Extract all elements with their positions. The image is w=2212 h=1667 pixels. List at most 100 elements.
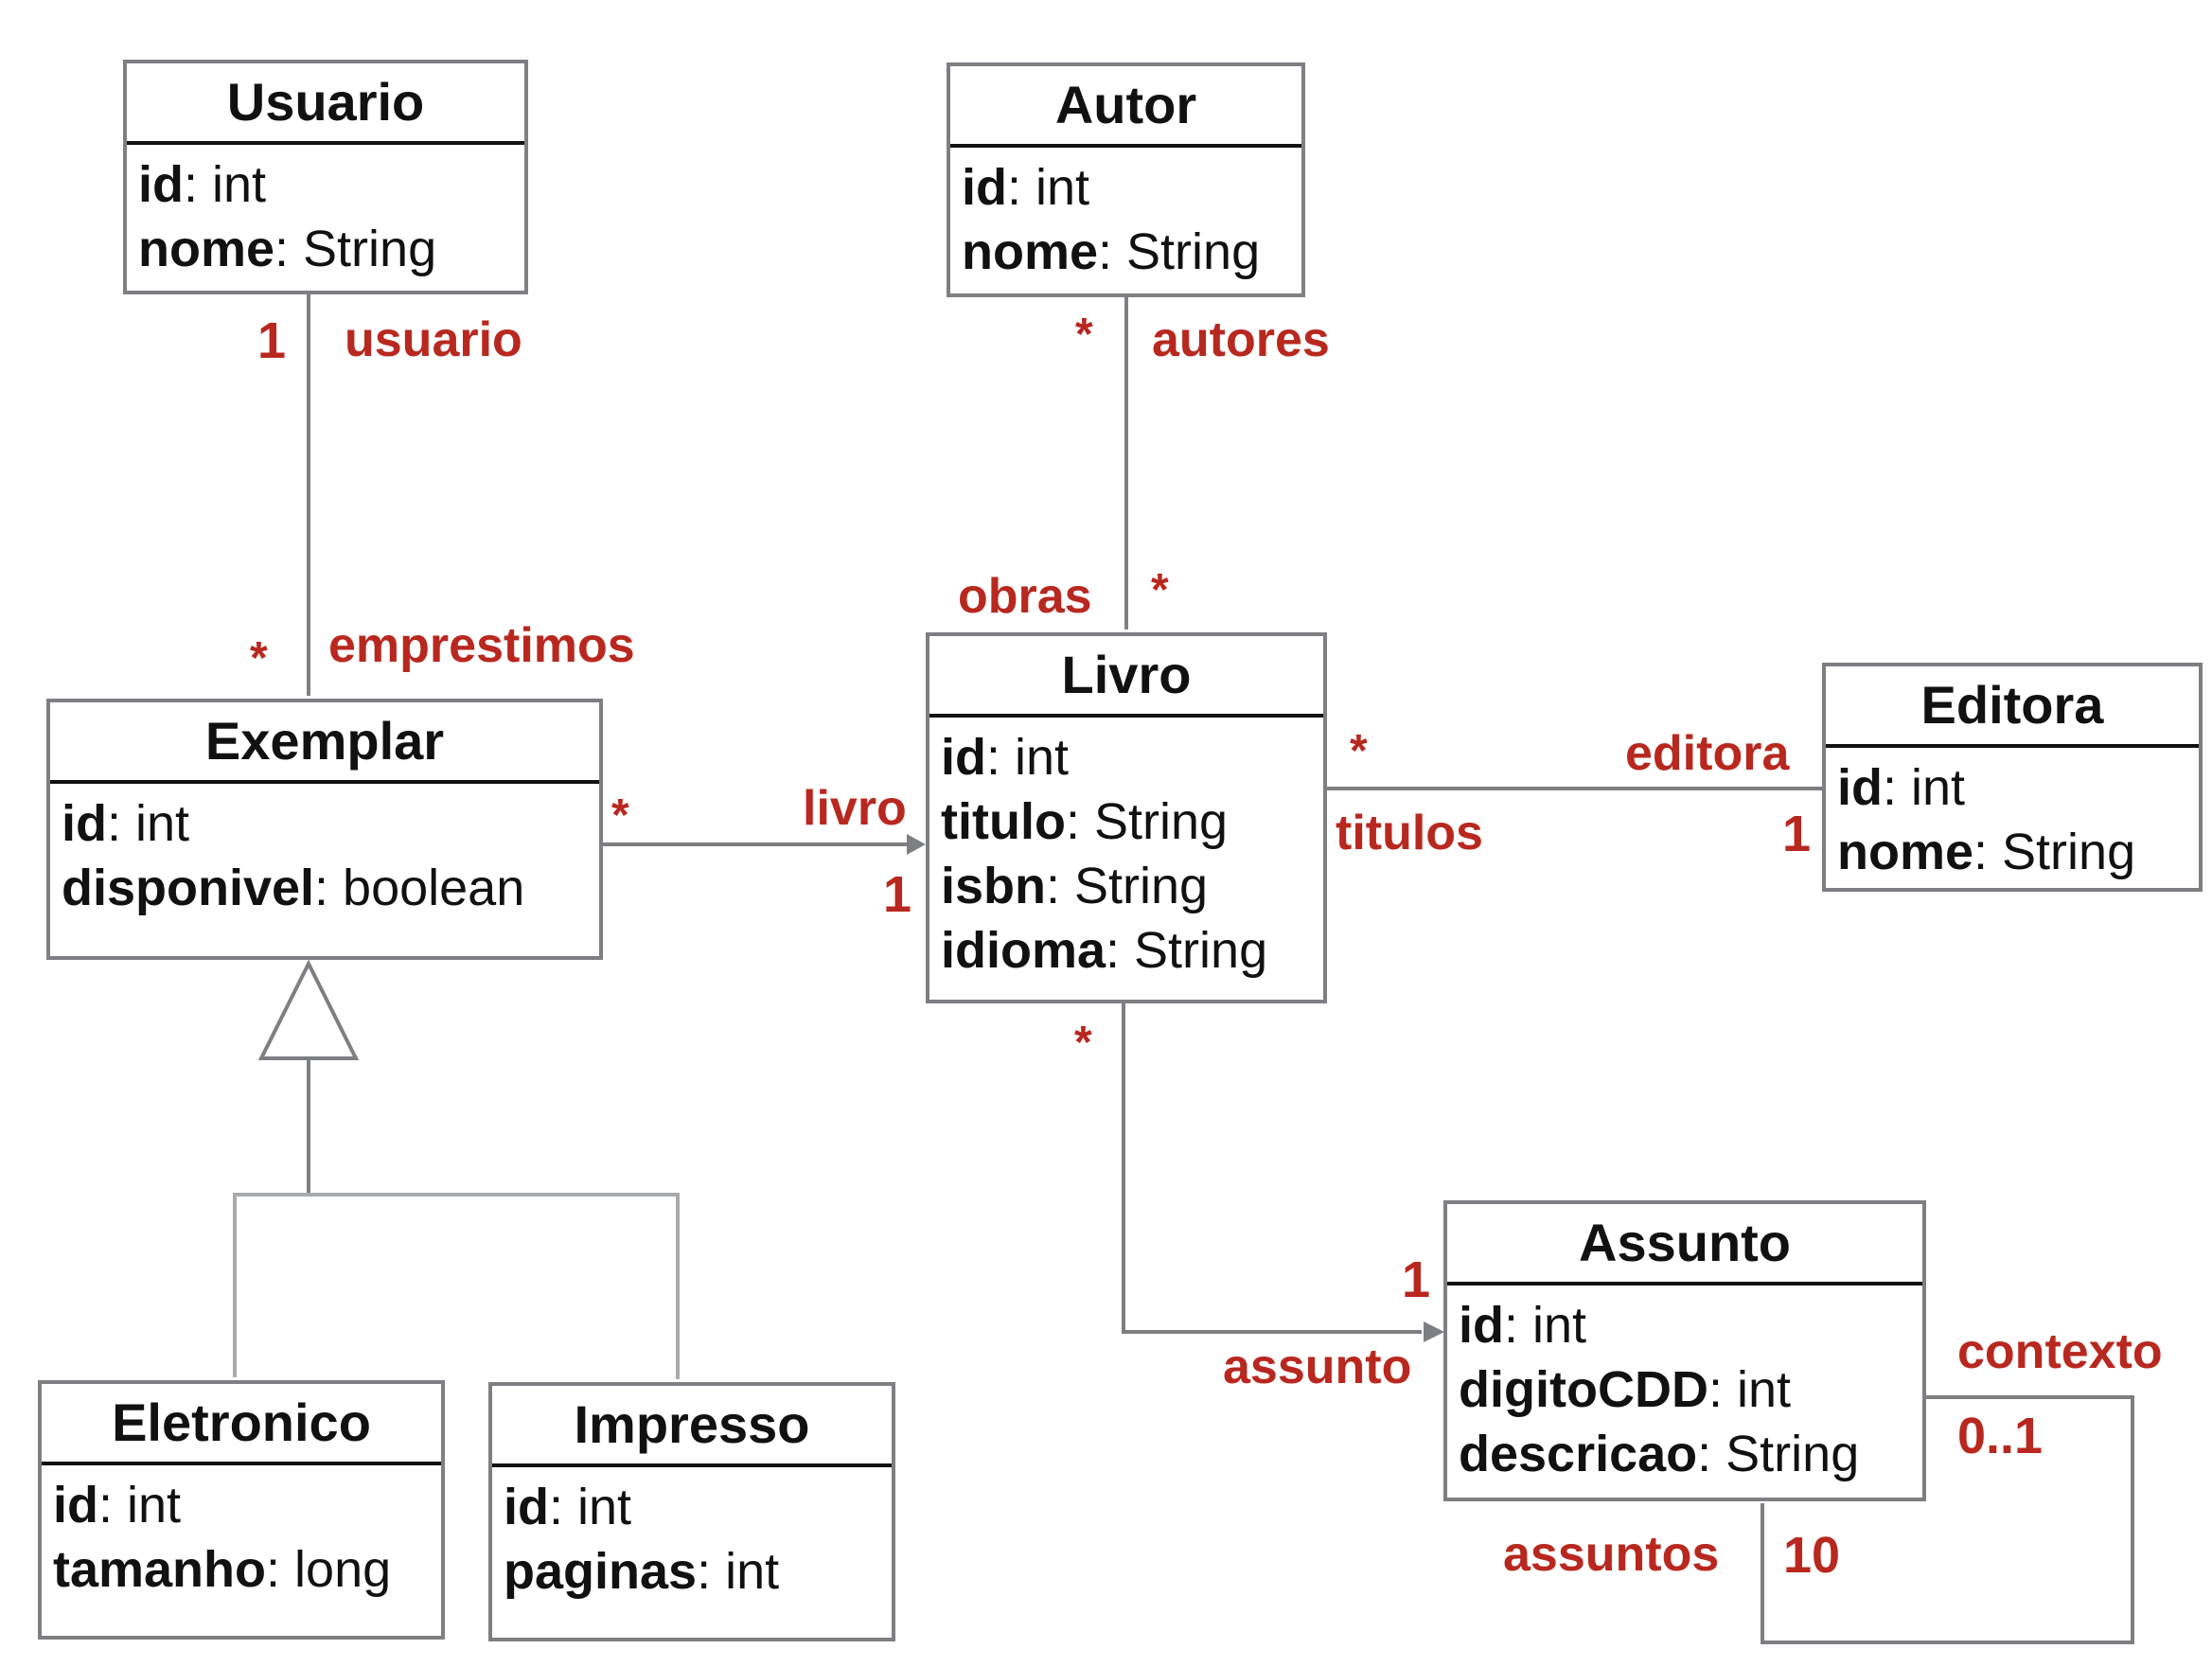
attribute-name: tamanho (53, 1541, 267, 1598)
attribute-type: : int (107, 795, 190, 852)
attribute-row: paginas: int (504, 1539, 892, 1604)
mult-editora-1: 1 (1782, 806, 1812, 862)
attribute-type: : int (98, 1477, 182, 1534)
attribute-name: id (53, 1477, 98, 1534)
attribute-type: : String (1065, 793, 1229, 850)
attribute-name: id (62, 795, 107, 852)
class-name: Usuario (127, 63, 524, 145)
attribute-row: id: int (53, 1473, 441, 1537)
attribute-row: isbn: String (941, 854, 1323, 918)
attribute-name: id (962, 159, 1007, 216)
mult-obras: * (1151, 565, 1169, 615)
attribute-name: id (138, 156, 184, 213)
attribute-name: nome (962, 223, 1099, 280)
attribute-row: tamanho: long (53, 1537, 441, 1602)
class-name: Exemplar (50, 702, 599, 784)
class-name: Eletronico (42, 1384, 441, 1465)
attribute-type: : String (1098, 223, 1261, 280)
attribute-type: : int (1007, 159, 1090, 216)
attribute-type: : String (1973, 824, 2136, 880)
attribute-row: id: int (962, 155, 1301, 220)
attribute-type: : int (1883, 759, 1966, 816)
mult-usuario-1: 1 (257, 312, 287, 369)
attribute-row: id: int (62, 791, 599, 856)
attribute-name: disponivel (62, 860, 315, 916)
attribute-row: id: int (138, 152, 524, 217)
class-name: Autor (950, 66, 1301, 148)
attribute-type: : int (1708, 1361, 1791, 1418)
attribute-type: : int (1504, 1297, 1587, 1354)
attribute-type: : int (986, 729, 1070, 786)
mult-autores: * (1075, 310, 1093, 360)
attribute-row: titulo: String (941, 789, 1323, 854)
arrowhead-assunto (1424, 1321, 1444, 1342)
attribute-type: : boolean (314, 860, 525, 916)
role-editora: editora (1625, 726, 1790, 781)
role-autores: autores (1152, 312, 1330, 367)
class-name: Impresso (492, 1386, 892, 1467)
attribute-type: : String (1046, 858, 1209, 914)
role-usuario: usuario (345, 312, 522, 367)
attribute-type: : int (184, 156, 267, 213)
attribute-type: : String (274, 221, 437, 277)
attribute-name: paginas (504, 1543, 698, 1600)
mult-exemplar-livro-a: * (611, 790, 629, 841)
attribute-type: : String (1106, 922, 1268, 979)
attribute-row: id: int (1837, 755, 2199, 820)
attribute-type: : int (697, 1543, 780, 1600)
attribute-name: id (1459, 1297, 1504, 1354)
attribute-name: id (504, 1479, 549, 1535)
attribute-row: nome: String (138, 217, 524, 281)
class-name: Livro (929, 636, 1323, 718)
mult-livro-assunto-a: * (1074, 1018, 1092, 1068)
generalization-triangle (257, 959, 360, 1060)
attribute-row: nome: String (962, 220, 1301, 284)
attribute-row: id: int (1459, 1293, 1922, 1357)
attribute-row: disponivel: boolean (62, 856, 599, 920)
attribute-row: id: int (504, 1475, 892, 1539)
attribute-name: nome (138, 221, 275, 277)
role-livro: livro (803, 781, 907, 836)
attribute-name: nome (1837, 824, 1974, 880)
assoc-livro-assunto (1122, 1002, 1422, 1334)
class-name: Editora (1826, 666, 2199, 748)
attribute-name: id (1837, 759, 1883, 816)
mult-emprestimos: * (250, 633, 268, 683)
role-assunto: assunto (1223, 1339, 1412, 1394)
attribute-row: idioma: String (941, 918, 1323, 983)
role-contexto: contexto (1957, 1324, 2163, 1379)
mult-titulos: * (1350, 726, 1368, 776)
attribute-type: : int (549, 1479, 632, 1535)
arrowhead-livro (907, 834, 926, 855)
mult-assunto-1: 1 (1402, 1251, 1431, 1308)
attribute-row: nome: String (1837, 820, 2199, 884)
attribute-type: : long (266, 1541, 392, 1598)
mult-contexto: 0..1 (1957, 1408, 2044, 1464)
mult-assuntos: 10 (1783, 1527, 1841, 1584)
role-titulos: titulos (1336, 806, 1483, 860)
class-name: Assunto (1447, 1204, 1922, 1286)
attribute-row: digitoCDD: int (1459, 1357, 1922, 1422)
assoc-assunto-self (1761, 1395, 2134, 1644)
attribute-name: descricao (1459, 1426, 1698, 1482)
attribute-name: titulo (941, 793, 1066, 850)
generalization-branches (233, 1193, 680, 1379)
attribute-row: id: int (941, 725, 1323, 789)
